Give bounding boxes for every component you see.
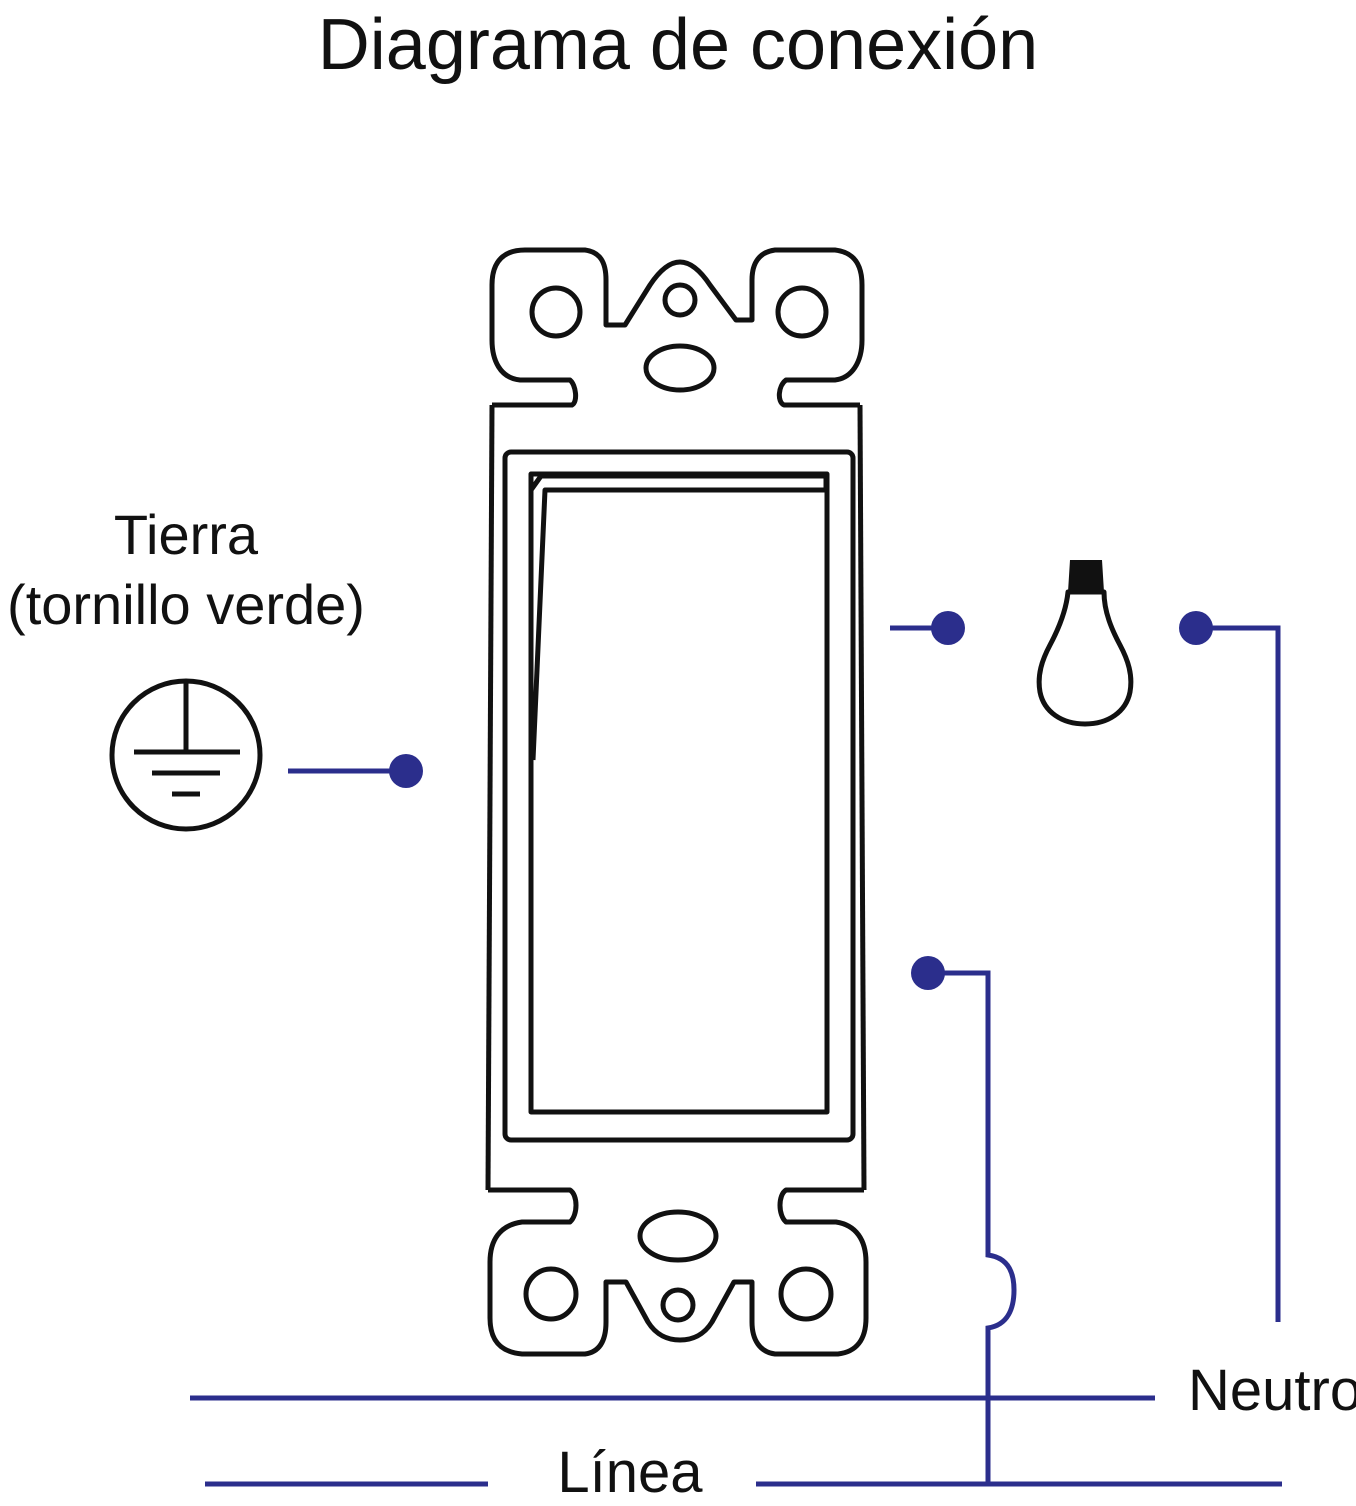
switch-bottom-ears [487, 1187, 869, 1357]
neutral-label: Neutro [1188, 1358, 1356, 1423]
switch-face-frame [502, 449, 856, 1143]
switch-screw-hole [523, 1266, 579, 1322]
switch-screw-hole [662, 282, 698, 318]
switch-device-icon [485, 247, 869, 1357]
bulb-neutral-wire [1196, 625, 1281, 1322]
ground-label-line2: (tornillo verde) [7, 573, 365, 636]
ground-label: Tierra (tornillo verde) [0, 500, 372, 640]
ground-symbol-icon [109, 678, 263, 832]
switch-slot [643, 343, 717, 393]
diagram-title: Diagrama de conexión [317, 5, 1039, 85]
switch-slot [637, 1209, 719, 1263]
switch-body-right [857, 404, 867, 1191]
switch-screw-hole [778, 1266, 834, 1322]
line-switch-wire [928, 970, 1017, 1484]
switch-screw-hole [775, 285, 829, 339]
ground-terminal-dot [389, 754, 423, 788]
line-label: Línea [557, 1440, 703, 1505]
ground-label-line1: Tierra [113, 503, 259, 566]
light-bulb-icon [1036, 560, 1134, 727]
switch-load-terminal-dot [931, 611, 965, 645]
wires [190, 625, 1282, 1487]
switch-screw-hole [529, 285, 583, 339]
terminals [389, 611, 1213, 990]
switch-screw-hole [660, 1287, 696, 1323]
bulb-neutral-terminal-dot [1179, 611, 1213, 645]
switch-toggle-edge [528, 473, 829, 761]
switch-line-terminal-dot [911, 956, 945, 990]
switch-body-left [485, 404, 495, 1191]
switch-top-ears [489, 247, 865, 408]
switch-toggle [528, 471, 830, 1115]
